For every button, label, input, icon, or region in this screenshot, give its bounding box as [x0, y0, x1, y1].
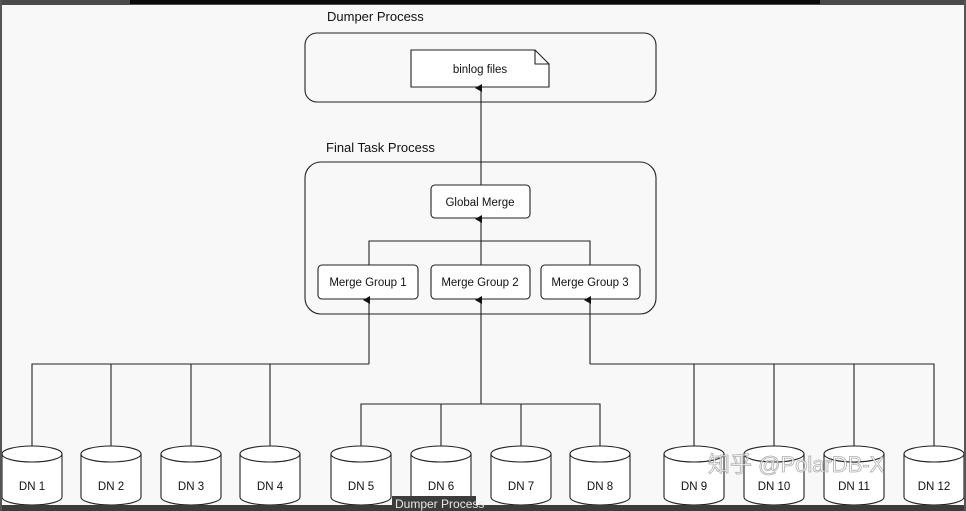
cylinder-rim: [410, 453, 472, 463]
dn-group3-connector: [590, 363, 935, 446]
dn-12-cylinder: DN 12: [903, 445, 965, 506]
cylinder-rim: [490, 453, 552, 463]
dn-7-cylinder: DN 7: [490, 445, 552, 506]
cylinder-body: [1, 445, 63, 506]
watermark: 知乎 @PolarDB-X: [708, 452, 885, 477]
cylinder-rim: [823, 453, 885, 463]
footer-partial-text: Dumper Process: [395, 497, 484, 511]
bottom-bar: [0, 505, 966, 511]
file-fold-icon: [534, 50, 549, 65]
cylinder-body: [569, 445, 631, 506]
left-border: [0, 0, 2, 511]
dn-label: DN 7: [508, 481, 534, 493]
dn-label: DN 9: [681, 481, 707, 493]
dn-10-cylinder: DN 10: [743, 445, 805, 506]
cylinder-rim: [239, 453, 301, 463]
global-merge-label: Global Merge: [445, 197, 514, 209]
top-bar: [130, 0, 820, 4]
dn-11-cylinder: DN 11: [823, 445, 885, 506]
dn-group1-connector: [31, 363, 369, 446]
dn-label: DN 12: [918, 481, 951, 493]
dn-label: DN 1: [19, 481, 45, 493]
dn-8-cylinder: DN 8: [569, 445, 631, 506]
final-task-process-title: Final Task Process: [326, 140, 435, 155]
cylinder-body: [330, 445, 392, 506]
dn-group2-connector: [360, 403, 601, 446]
cylinder-rim: [903, 453, 965, 463]
cylinder-rim: [663, 453, 725, 463]
dn-label: DN 5: [348, 481, 374, 493]
cylinder-rim: [330, 453, 392, 463]
dn-9-cylinder: DN 9: [663, 445, 725, 506]
dn-label: DN 8: [587, 481, 613, 493]
cylinder-rim: [1, 453, 63, 463]
dn-label: DN 10: [758, 481, 791, 493]
dn-label: DN 11: [838, 481, 870, 493]
dn-label: DN 3: [178, 481, 204, 493]
cylinder-rim: [160, 453, 222, 463]
footer-text-backdrop: [392, 496, 476, 511]
dn-3-cylinder: DN 3: [160, 445, 222, 506]
cylinder-rim: [569, 453, 631, 463]
merge-group-3-label: Merge Group 3: [551, 277, 628, 289]
dn-label: DN 6: [428, 481, 454, 493]
dumper-process-title: Dumper Process: [327, 9, 424, 24]
dn-label: DN 2: [98, 481, 124, 493]
right-border: [964, 0, 966, 511]
cylinder-body: [80, 445, 142, 506]
merge-groups-connector: [368, 240, 591, 265]
dn-1-cylinder: DN 1: [1, 445, 63, 506]
cylinder-rim: [80, 453, 142, 463]
binlog-files-label: binlog files: [453, 64, 508, 76]
dn-2-cylinder: DN 2: [80, 445, 142, 506]
canvas-background: [2, 5, 964, 505]
cylinder-body: [160, 445, 222, 506]
dn-4-cylinder: DN 4: [239, 445, 301, 506]
cylinder-rim: [743, 453, 805, 463]
cylinder-body: [239, 445, 301, 506]
merge-group-2-label: Merge Group 2: [441, 277, 518, 289]
merge-group-1-label: Merge Group 1: [329, 277, 406, 289]
cylinder-body: [490, 445, 552, 506]
dn-label: DN 4: [257, 481, 284, 493]
binlog-file-shape: [410, 49, 550, 88]
data-nodes: DN 1 DN 2 DN 3 DN 4 DN 5 DN 6 DN 7 DN 8 DN 9 DN 1…: [1, 445, 965, 506]
dn-5-cylinder: DN 5: [330, 445, 392, 506]
cylinder-body: [903, 445, 965, 506]
